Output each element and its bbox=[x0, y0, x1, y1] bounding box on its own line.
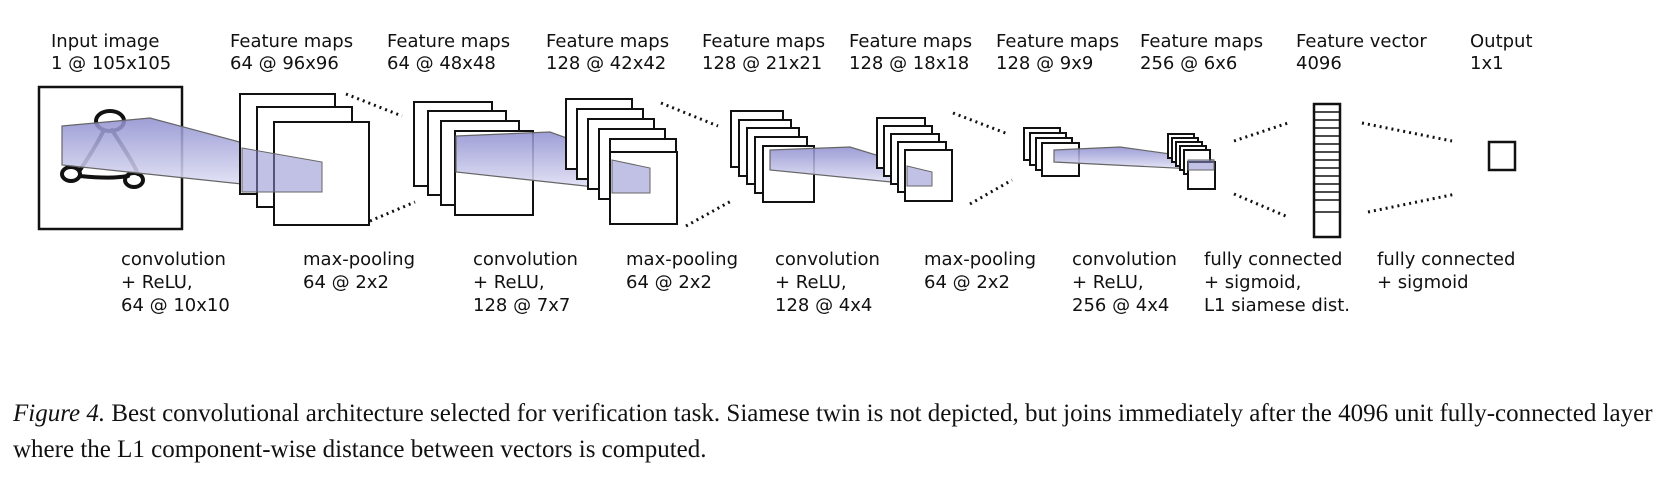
op-label-conv-4: convolution + ReLU, 256 @ 4x4 bbox=[1072, 249, 1177, 316]
op-label-fc-1: fully connected + sigmoid, L1 siamese di… bbox=[1204, 249, 1350, 316]
op-line: 256 @ 4x4 bbox=[1072, 295, 1169, 316]
top-label-feature-vector: Feature vector 4096 bbox=[1296, 31, 1427, 74]
top-label-title: Feature maps bbox=[849, 31, 972, 52]
top-label-output: Output 1x1 bbox=[1470, 31, 1533, 74]
kernel-projection bbox=[906, 165, 933, 187]
dotted-connector bbox=[1361, 121, 1457, 214]
top-label-title: Output bbox=[1470, 31, 1533, 52]
op-line: 64 @ 2x2 bbox=[924, 272, 1010, 293]
op-label-pool-1: max-pooling 64 @ 2x2 bbox=[303, 249, 415, 293]
op-line: L1 siamese dist. bbox=[1204, 295, 1350, 316]
caption-text: Best convolutional architecture selected… bbox=[13, 400, 1653, 463]
caption-label: Figure 4. bbox=[13, 400, 106, 427]
top-label-title: Feature maps bbox=[546, 31, 669, 52]
op-line: + sigmoid bbox=[1377, 272, 1469, 293]
top-label-value: 64 @ 96x96 bbox=[230, 53, 339, 74]
top-label-title: Feature maps bbox=[387, 31, 510, 52]
top-label-input: Input image 1 @ 105x105 bbox=[51, 31, 171, 74]
op-line: convolution bbox=[121, 249, 226, 270]
dotted-connector bbox=[345, 92, 416, 223]
feature-maps-5 bbox=[876, 117, 953, 202]
feature-vector bbox=[1312, 102, 1342, 239]
op-line: + ReLU, bbox=[1072, 272, 1144, 293]
top-label-value: 1x1 bbox=[1470, 53, 1504, 74]
dotted-connector bbox=[1233, 121, 1289, 219]
dotted-connector bbox=[952, 111, 1013, 206]
output-unit bbox=[1487, 140, 1517, 172]
op-label-fc-2: fully connected + sigmoid bbox=[1377, 249, 1515, 293]
op-line: 64 @ 2x2 bbox=[303, 272, 389, 293]
top-label-title: Feature maps bbox=[996, 31, 1119, 52]
top-label-value: 64 @ 48x48 bbox=[387, 53, 496, 74]
op-line: max-pooling bbox=[626, 249, 738, 270]
top-label-fmap-6: Feature maps 128 @ 9x9 bbox=[996, 31, 1119, 74]
kernel-projection bbox=[241, 147, 323, 193]
top-label-title: Feature maps bbox=[1140, 31, 1263, 52]
op-line: max-pooling bbox=[303, 249, 415, 270]
top-label-title: Feature maps bbox=[230, 31, 353, 52]
op-line: 128 @ 4x4 bbox=[775, 295, 872, 316]
dotted-connector bbox=[660, 101, 734, 228]
top-label-value: 256 @ 6x6 bbox=[1140, 53, 1237, 74]
op-label-conv-1: convolution + ReLU, 64 @ 10x10 bbox=[121, 249, 230, 316]
op-line: fully connected bbox=[1204, 249, 1342, 270]
op-line: + ReLU, bbox=[121, 272, 193, 293]
op-line: + ReLU, bbox=[473, 272, 545, 293]
top-label-value: 128 @ 18x18 bbox=[849, 53, 969, 74]
top-label-fmap-5: Feature maps 128 @ 18x18 bbox=[849, 31, 972, 74]
architecture-diagram: Input image 1 @ 105x105 Feature maps 64 … bbox=[37, 31, 1533, 316]
op-line: convolution bbox=[1072, 249, 1177, 270]
op-line: + sigmoid, bbox=[1204, 272, 1301, 293]
op-line: 128 @ 7x7 bbox=[473, 295, 570, 316]
op-label-conv-3: convolution + ReLU, 128 @ 4x4 bbox=[775, 249, 880, 316]
op-line: fully connected bbox=[1377, 249, 1515, 270]
op-label-pool-2: max-pooling 64 @ 2x2 bbox=[626, 249, 738, 293]
top-label-value: 128 @ 42x42 bbox=[546, 53, 666, 74]
top-label-fmap-3: Feature maps 128 @ 42x42 bbox=[546, 31, 669, 74]
top-label-value: 128 @ 9x9 bbox=[996, 53, 1093, 74]
op-line: max-pooling bbox=[924, 249, 1036, 270]
top-label-fmap-1: Feature maps 64 @ 96x96 bbox=[230, 31, 353, 74]
figure-caption: Figure 4. Best convolutional architectur… bbox=[13, 396, 1653, 468]
kernel-projection bbox=[611, 159, 651, 194]
op-line: convolution bbox=[775, 249, 880, 270]
top-label-fmap-4: Feature maps 128 @ 21x21 bbox=[702, 31, 825, 74]
top-label-value: 1 @ 105x105 bbox=[51, 53, 171, 74]
op-line: + ReLU, bbox=[775, 272, 847, 293]
op-label-conv-2: convolution + ReLU, 128 @ 7x7 bbox=[473, 249, 578, 316]
op-line: 64 @ 2x2 bbox=[626, 272, 712, 293]
op-label-pool-3: max-pooling 64 @ 2x2 bbox=[924, 249, 1036, 293]
top-label-title: Feature maps bbox=[702, 31, 825, 52]
kernel-projection bbox=[1187, 159, 1215, 171]
top-label-value: 4096 bbox=[1296, 53, 1342, 74]
op-line: 64 @ 10x10 bbox=[121, 295, 230, 316]
top-label-fmap-2: Feature maps 64 @ 48x48 bbox=[387, 31, 510, 74]
top-label-title: Feature vector bbox=[1296, 31, 1427, 52]
top-label-fmap-7: Feature maps 256 @ 6x6 bbox=[1140, 31, 1263, 74]
top-label-title: Input image bbox=[51, 31, 159, 52]
op-line: convolution bbox=[473, 249, 578, 270]
top-label-value: 128 @ 21x21 bbox=[702, 53, 822, 74]
